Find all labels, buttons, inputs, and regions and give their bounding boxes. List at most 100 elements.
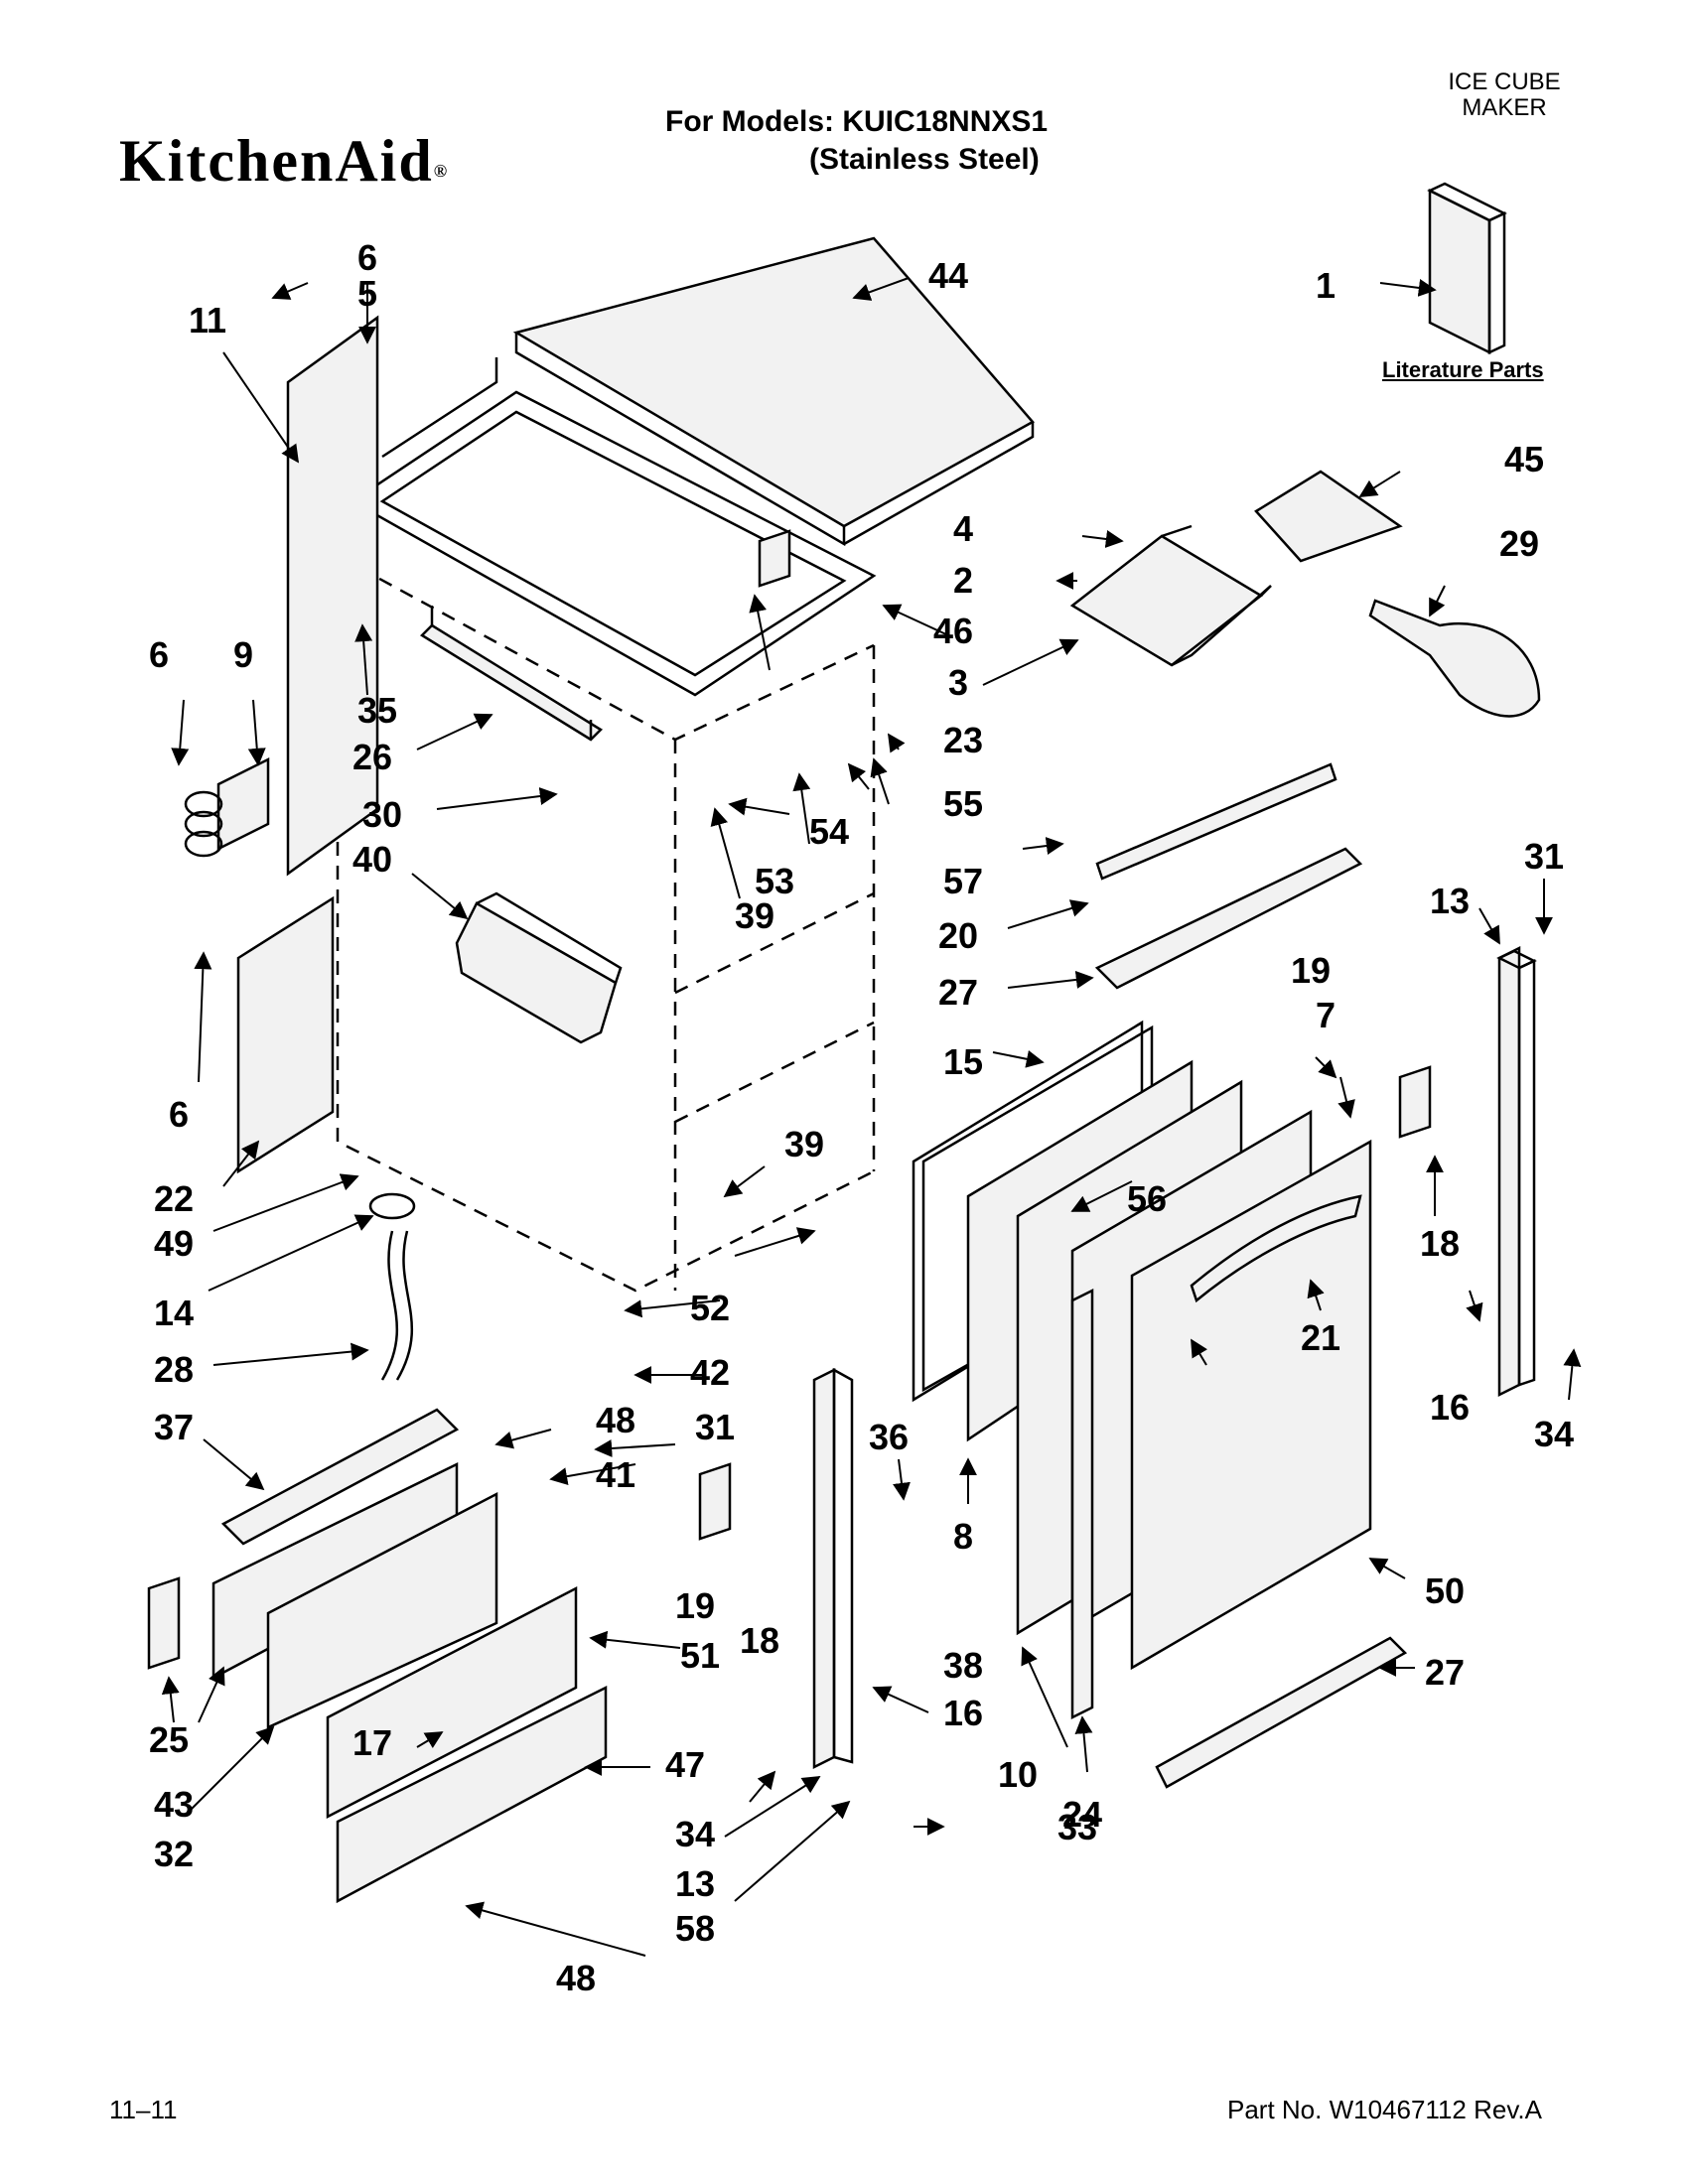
brand-logo: KitchenAid® (119, 128, 450, 194)
callout-44: 44 (928, 255, 968, 296)
date-code: 11–11 (109, 2095, 178, 2124)
callout-14: 14 (154, 1293, 194, 1333)
callout-6-left: 6 (149, 634, 169, 675)
callout-11: 11 (189, 300, 226, 341)
callout-24: 24 (1062, 1794, 1102, 1835)
callout-49: 49 (154, 1223, 194, 1264)
models-line: For Models: KUIC18NNXS1 (665, 105, 1049, 138)
callout-15: 15 (943, 1041, 983, 1082)
callout-58: 58 (675, 1908, 715, 1949)
rail (419, 606, 604, 742)
callout-39-lower: 39 (784, 1124, 824, 1164)
rear-panel (236, 895, 335, 1174)
door-trim (1070, 1288, 1094, 1720)
callout-52: 52 (690, 1288, 730, 1328)
callout-19-right: 19 (1291, 950, 1331, 991)
callout-47: 47 (665, 1744, 705, 1785)
top-cover (512, 236, 1035, 547)
callout-50: 50 (1425, 1570, 1465, 1611)
bottom-trim (1155, 1636, 1408, 1789)
callout-13-lower: 13 (675, 1863, 715, 1904)
callout-51: 51 (680, 1635, 720, 1676)
callout-40: 40 (352, 839, 392, 880)
callout-30: 30 (362, 794, 402, 835)
callout-56: 56 (1127, 1178, 1167, 1219)
part-number: Part No. W10467112 Rev.A (1227, 2095, 1542, 2124)
literature-parts-label: Literature Parts (1382, 357, 1544, 382)
callout-27-mid: 27 (938, 972, 978, 1013)
callout-48-lower: 48 (556, 1958, 596, 1998)
cabinet-outline (336, 554, 876, 1293)
left-side-panel (286, 315, 379, 877)
literature-booklet (1427, 182, 1507, 355)
callout-25: 25 (149, 1719, 189, 1760)
small-brackets (147, 529, 1432, 1670)
callout-53: 53 (755, 861, 794, 901)
callout-4: 4 (953, 508, 973, 549)
callout-41: 41 (596, 1454, 635, 1495)
callout-17: 17 (352, 1722, 392, 1763)
callout-31-lower: 31 (695, 1407, 735, 1447)
callout-27-lower: 27 (1425, 1652, 1465, 1693)
callout-28: 28 (154, 1349, 194, 1390)
callout-46: 46 (933, 611, 973, 651)
callout-6-top: 6 (357, 237, 377, 278)
callout-9: 9 (233, 634, 253, 675)
callout-29: 29 (1499, 523, 1539, 564)
ice-chute (1069, 524, 1272, 667)
outer-door (1130, 1139, 1372, 1671)
toe-kick-assembly (211, 1408, 608, 1904)
callout-3: 3 (948, 662, 968, 703)
callout-18-lower: 18 (740, 1620, 779, 1661)
callout-34-lower: 34 (675, 1814, 715, 1854)
condenser-coil (184, 756, 270, 858)
drain-hose (368, 1192, 416, 1381)
callout-34-right: 34 (1534, 1414, 1574, 1454)
callout-16-lower: 16 (943, 1693, 983, 1733)
callout-2: 2 (953, 560, 973, 601)
callout-26: 26 (352, 737, 392, 777)
callout-55: 55 (943, 783, 983, 824)
callout-labels: 1 2 3 4 5 6 6 6 7 8 9 10 11 13 13 14 15 … (149, 237, 1574, 1998)
callout-37: 37 (154, 1407, 194, 1447)
ice-scoop (1368, 599, 1541, 718)
left-hinge-rail (812, 1367, 854, 1770)
liner-top-frame (350, 357, 877, 697)
callout-48-upper: 48 (596, 1400, 635, 1440)
callout-5: 5 (357, 273, 377, 314)
callout-1: 1 (1316, 265, 1336, 306)
callout-16-right: 16 (1430, 1387, 1470, 1428)
callout-20: 20 (938, 915, 978, 956)
callout-42: 42 (690, 1352, 730, 1393)
callout-54: 54 (809, 811, 849, 852)
callout-10: 10 (998, 1754, 1038, 1795)
variant-line: (Stainless Steel) (809, 143, 1040, 176)
water-reservoir (455, 891, 623, 1044)
callout-43: 43 (154, 1784, 194, 1825)
callout-45: 45 (1504, 439, 1544, 479)
hinge-bracket (1094, 762, 1363, 990)
callout-31-right: 31 (1524, 836, 1564, 877)
callout-8: 8 (953, 1516, 973, 1557)
cover-plate (1254, 470, 1403, 563)
callout-39-upper: 39 (735, 895, 774, 936)
callout-21: 21 (1301, 1317, 1340, 1358)
leader-lines (161, 277, 1582, 1957)
callout-36: 36 (869, 1417, 909, 1457)
callout-38: 38 (943, 1645, 983, 1686)
callout-35: 35 (357, 690, 397, 731)
callout-22: 22 (154, 1178, 194, 1219)
callout-6-lower: 6 (169, 1094, 189, 1135)
callout-19-lower: 19 (675, 1585, 715, 1626)
callout-18-right: 18 (1420, 1223, 1460, 1264)
callout-57: 57 (943, 861, 983, 901)
callout-7: 7 (1316, 995, 1336, 1035)
callout-33: 33 (1057, 1807, 1097, 1847)
category-label: ICE CUBE MAKER (1448, 68, 1561, 121)
right-hinge-rail (1496, 945, 1537, 1398)
callout-32: 32 (154, 1834, 194, 1874)
callout-23: 23 (943, 720, 983, 760)
callout-13-right: 13 (1430, 881, 1470, 921)
